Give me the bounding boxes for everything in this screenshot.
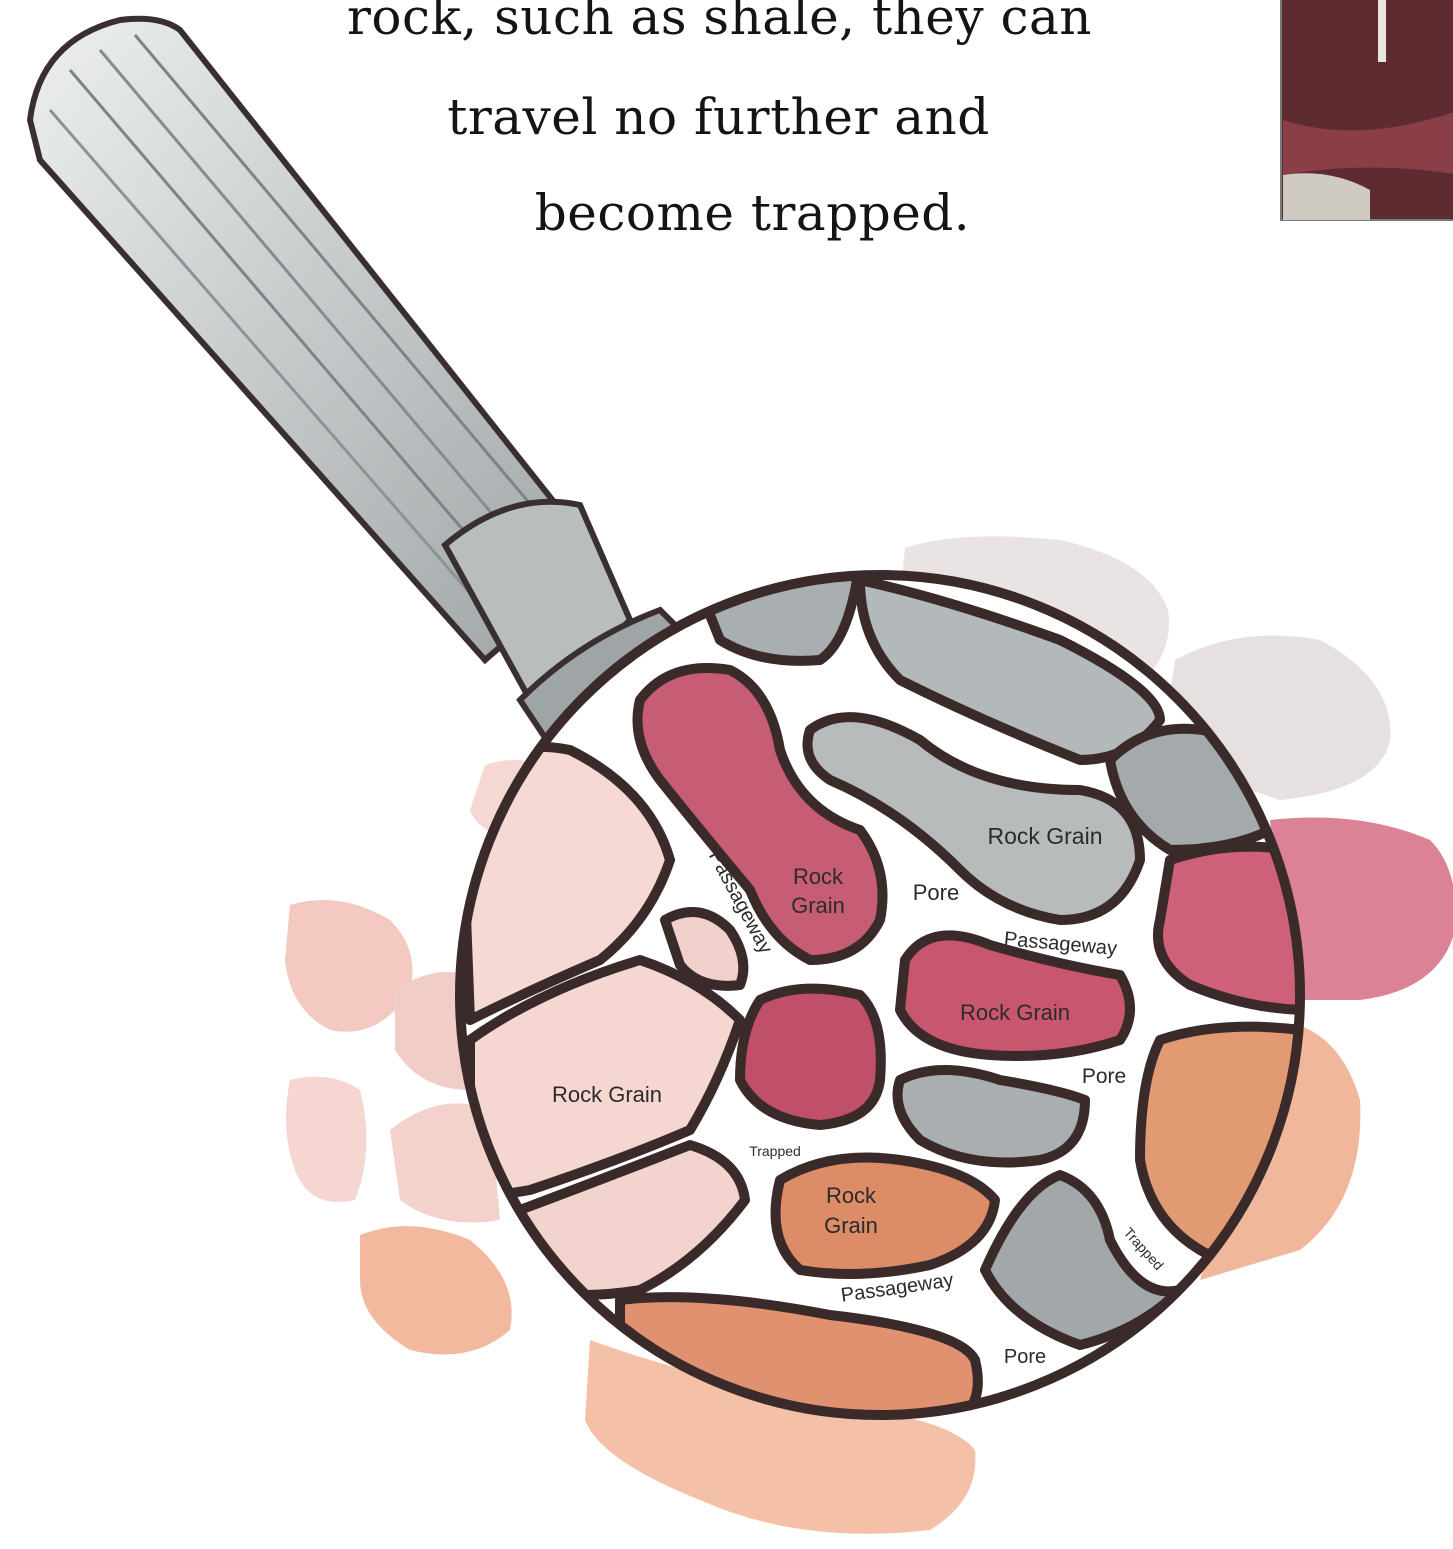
label-pore-bottom: Pore <box>1004 1346 1046 1368</box>
label-rock-grain-top-left-2: Grain <box>791 893 845 918</box>
label-pore-top: Pore <box>913 880 959 905</box>
label-rock-grain-left: Rock Grain <box>552 1082 662 1107</box>
label-trapped-left: Trapped <box>749 1143 801 1159</box>
label-rock-grain-center: Rock Grain <box>960 1000 1070 1025</box>
corner-image-fragment <box>1281 0 1453 220</box>
rock-grain-red-lower <box>740 989 881 1125</box>
magnifier-handle <box>30 19 700 760</box>
label-rock-grain-bottom-1: Rock <box>826 1183 877 1208</box>
label-rock-grain-bottom-2: Grain <box>824 1213 878 1238</box>
label-pore-right: Pore <box>1082 1065 1126 1088</box>
label-rock-grain-top-left-1: Rock <box>793 864 844 889</box>
label-rock-grain-top-right: Rock Grain <box>987 823 1102 849</box>
